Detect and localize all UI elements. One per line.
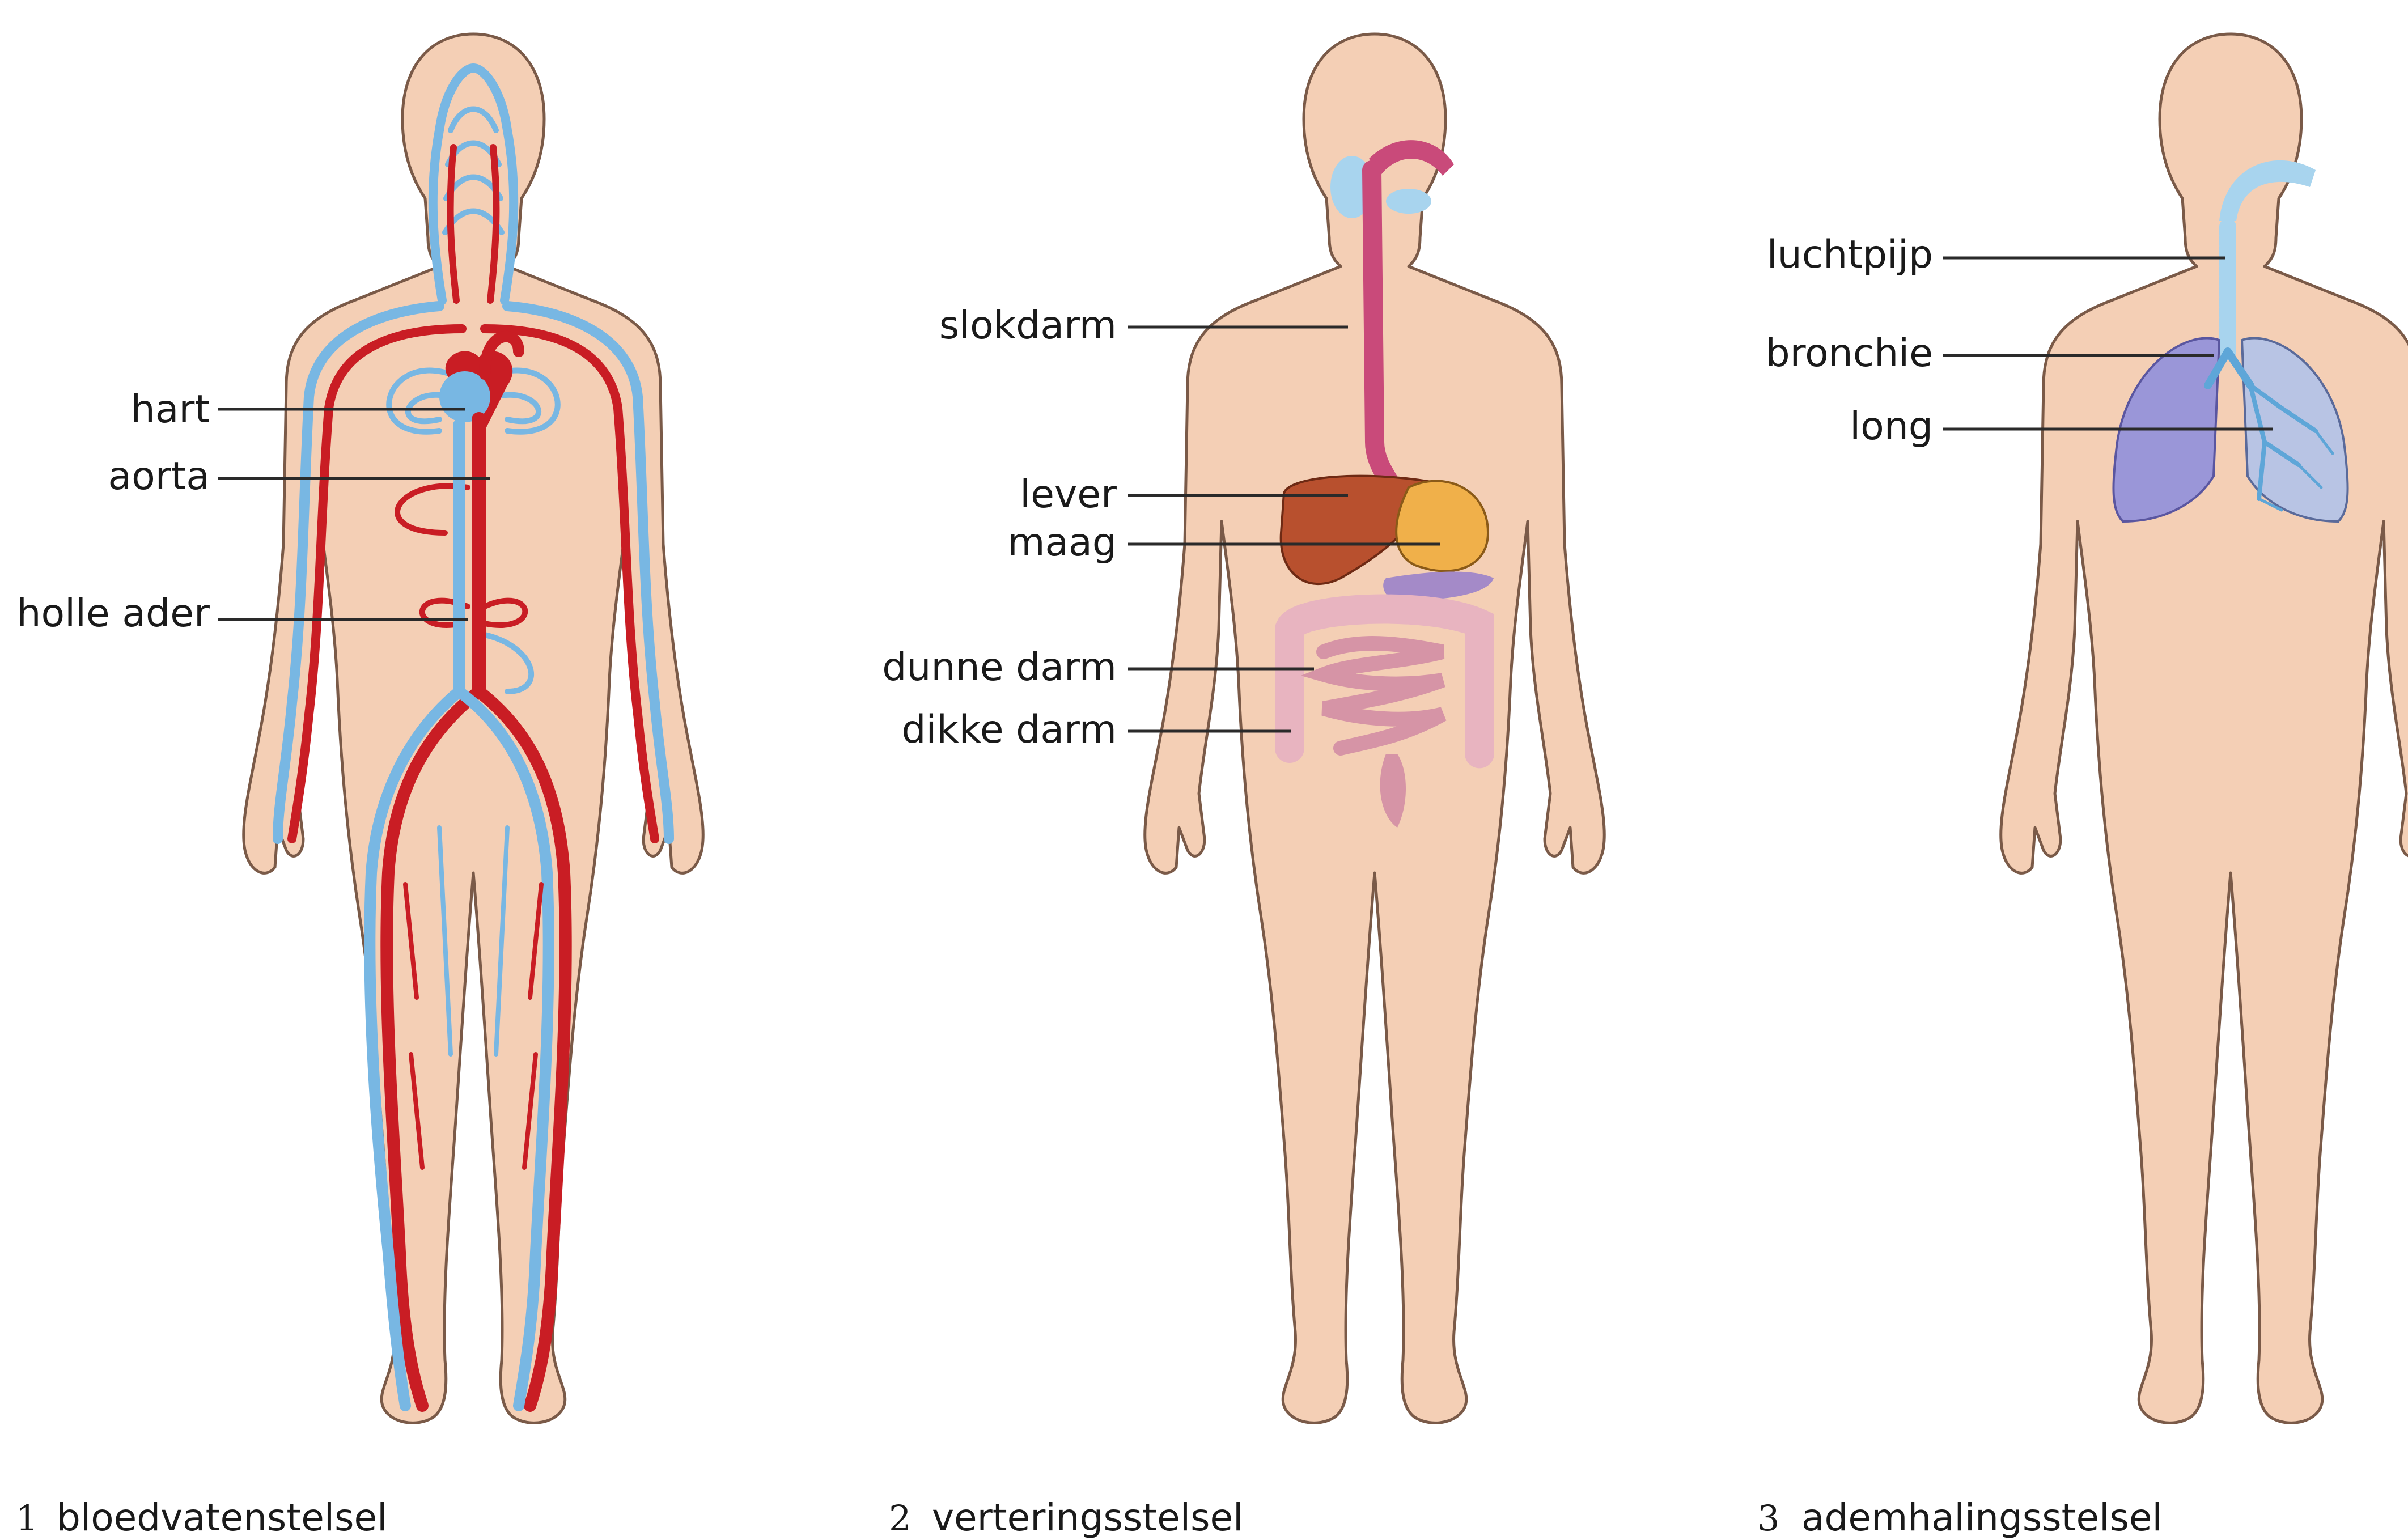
figure-digestive bbox=[1145, 34, 1605, 1423]
label-long: long bbox=[1850, 404, 1933, 449]
label-luchtpijp: luchtpijp bbox=[1767, 232, 1933, 277]
label-aorta: aorta bbox=[108, 454, 210, 499]
caption-3: 3 ademhalingsstelsel bbox=[1757, 1496, 2163, 1539]
figure-circulatory bbox=[244, 34, 703, 1423]
caption-text-1: bloedvatenstelsel bbox=[57, 1496, 387, 1539]
caption-2: 2 verteringsstelsel bbox=[889, 1496, 1243, 1539]
caption-number-3: 3 bbox=[1757, 1497, 1779, 1539]
caption-number-1: 1 bbox=[16, 1497, 38, 1539]
caption-text-3: ademhalingsstelsel bbox=[1801, 1496, 2163, 1539]
label-maag: maag bbox=[1007, 520, 1117, 565]
body-silhouette-3 bbox=[2001, 34, 2408, 1423]
label-holle-ader: holle ader bbox=[16, 591, 210, 636]
label-dikke-darm: dikke darm bbox=[901, 707, 1117, 752]
label-lever: lever bbox=[1020, 472, 1117, 517]
label-hart: hart bbox=[131, 387, 210, 432]
caption-text-2: verteringsstelsel bbox=[932, 1496, 1243, 1539]
caption-1: 1 bloedvatenstelsel bbox=[16, 1496, 387, 1539]
body-silhouette-1 bbox=[244, 34, 703, 1423]
label-slokdarm: slokdarm bbox=[939, 303, 1117, 348]
caption-number-2: 2 bbox=[889, 1497, 911, 1539]
label-bronchie: bronchie bbox=[1765, 331, 1933, 376]
figure-respiratory bbox=[2001, 34, 2408, 1423]
label-dunne-darm: dunne darm bbox=[882, 645, 1117, 690]
